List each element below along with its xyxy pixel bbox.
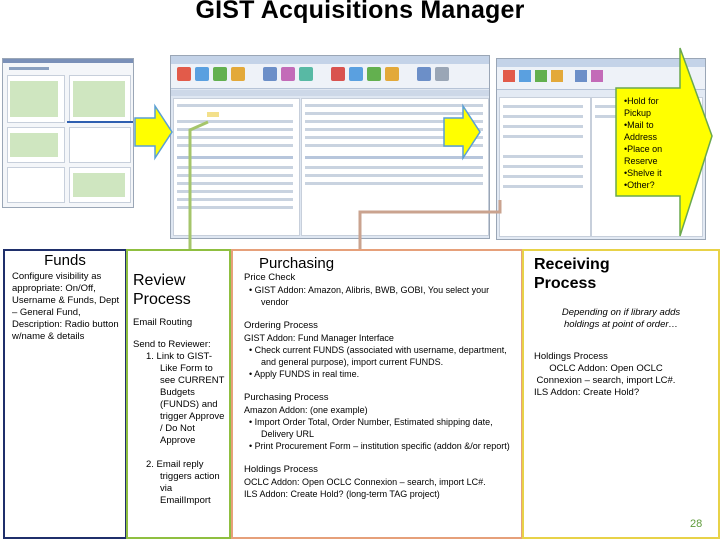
callout-line: •Place on [624,144,663,154]
callout-line: Address [624,132,658,142]
review-connector-line [188,120,209,249]
ordering-bullet-1: • Check current FUNDS (associated with u… [249,345,507,367]
funds-heading: Funds [44,252,86,269]
page-number: 28 [690,518,703,530]
amazon-bullet-2-text: Print Procurement Form – institution spe… [254,441,510,451]
review-heading-line2: Process [133,291,191,308]
receiving-holdings-label: Holdings Process [534,351,608,362]
review-step-2: 2. Email reply triggers action via Email… [146,459,220,506]
funds-description: Configure visibility as appropriate: On/… [12,271,120,342]
holdings-line-2: ILS Addon: Create Hold? (long-term TAG p… [244,489,440,499]
purchasing-heading: Purchasing [259,255,335,272]
review-heading-line1: Review [133,272,186,289]
amazon-bullet-1: • Import Order Total, Order Number, Esti… [249,417,493,439]
callout-line: •Hold for [624,96,659,106]
ordering-line: GIST Addon: Fund Manager Interface [244,333,394,343]
page-title: GIST Acquisitions Manager [195,0,525,24]
price-check-label: Price Check [244,272,296,283]
amazon-bullet-1-text: Import Order Total, Order Number, Estima… [254,417,493,439]
callout-line: •Other? [624,180,655,190]
large-arrow-icon [615,47,713,237]
receiving-box: Receiving Process Depending on if librar… [522,249,720,539]
callout-line: •Shelve it [624,168,662,178]
funds-box: Funds Configure visibility as appropriat… [3,249,127,539]
callout-line: •Mail to [624,120,654,130]
review-process-box: Review Process Email Routing Send to Rev… [126,249,231,539]
receiving-heading-line1: Receiving [534,256,610,273]
holdings-line-1: OCLC Addon: Open OCLC Connexion – search… [244,477,486,487]
review-send-to: Send to Reviewer: [133,339,211,350]
review-email-routing: Email Routing [133,317,193,328]
ordering-bullet-1-text: Check current FUNDS (associated with use… [254,345,507,367]
receiving-oclc-line: OCLC Addon: Open OCLC Connexion – search… [536,363,676,386]
ordering-bullet-2-text: Apply FUNDS in real time. [254,369,360,379]
review-step-1: 1. Link to GIST-Like Form to see CURRENT… [146,351,225,446]
purchasing-box: Purchasing Price Check • GIST Addon: Ama… [231,249,523,539]
callout-line: Reserve [624,156,658,166]
receiving-ils-line: ILS Addon: Create Hold? [534,387,640,398]
receiving-heading-line2: Process [534,275,597,292]
price-check-text: GIST Addon: Amazon, Alibris, BWB, GOBI, … [254,285,490,307]
holdings-process-label: Holdings Process [244,464,318,475]
arrow-right-icon [443,103,481,161]
ordering-bullet-2: • Apply FUNDS in real time. [249,369,360,379]
amazon-line: Amazon Addon: (one example) [244,405,368,415]
request-form-screenshot [2,58,134,208]
purchasing-connector-line [358,200,502,249]
purchasing-process-label: Purchasing Process [244,392,329,403]
price-check-bullet: • GIST Addon: Amazon, Alibris, BWB, GOBI… [249,285,490,307]
ordering-process-label: Ordering Process [244,320,318,331]
delivery-options-list: •Hold for Pickup •Mail to Address •Place… [624,95,682,191]
amazon-bullet-2: • Print Procurement Form – institution s… [249,441,510,451]
receiving-note: Depending on if library adds holdings at… [561,307,681,330]
arrow-left-icon [134,103,173,161]
callout-line: Pickup [624,108,652,118]
